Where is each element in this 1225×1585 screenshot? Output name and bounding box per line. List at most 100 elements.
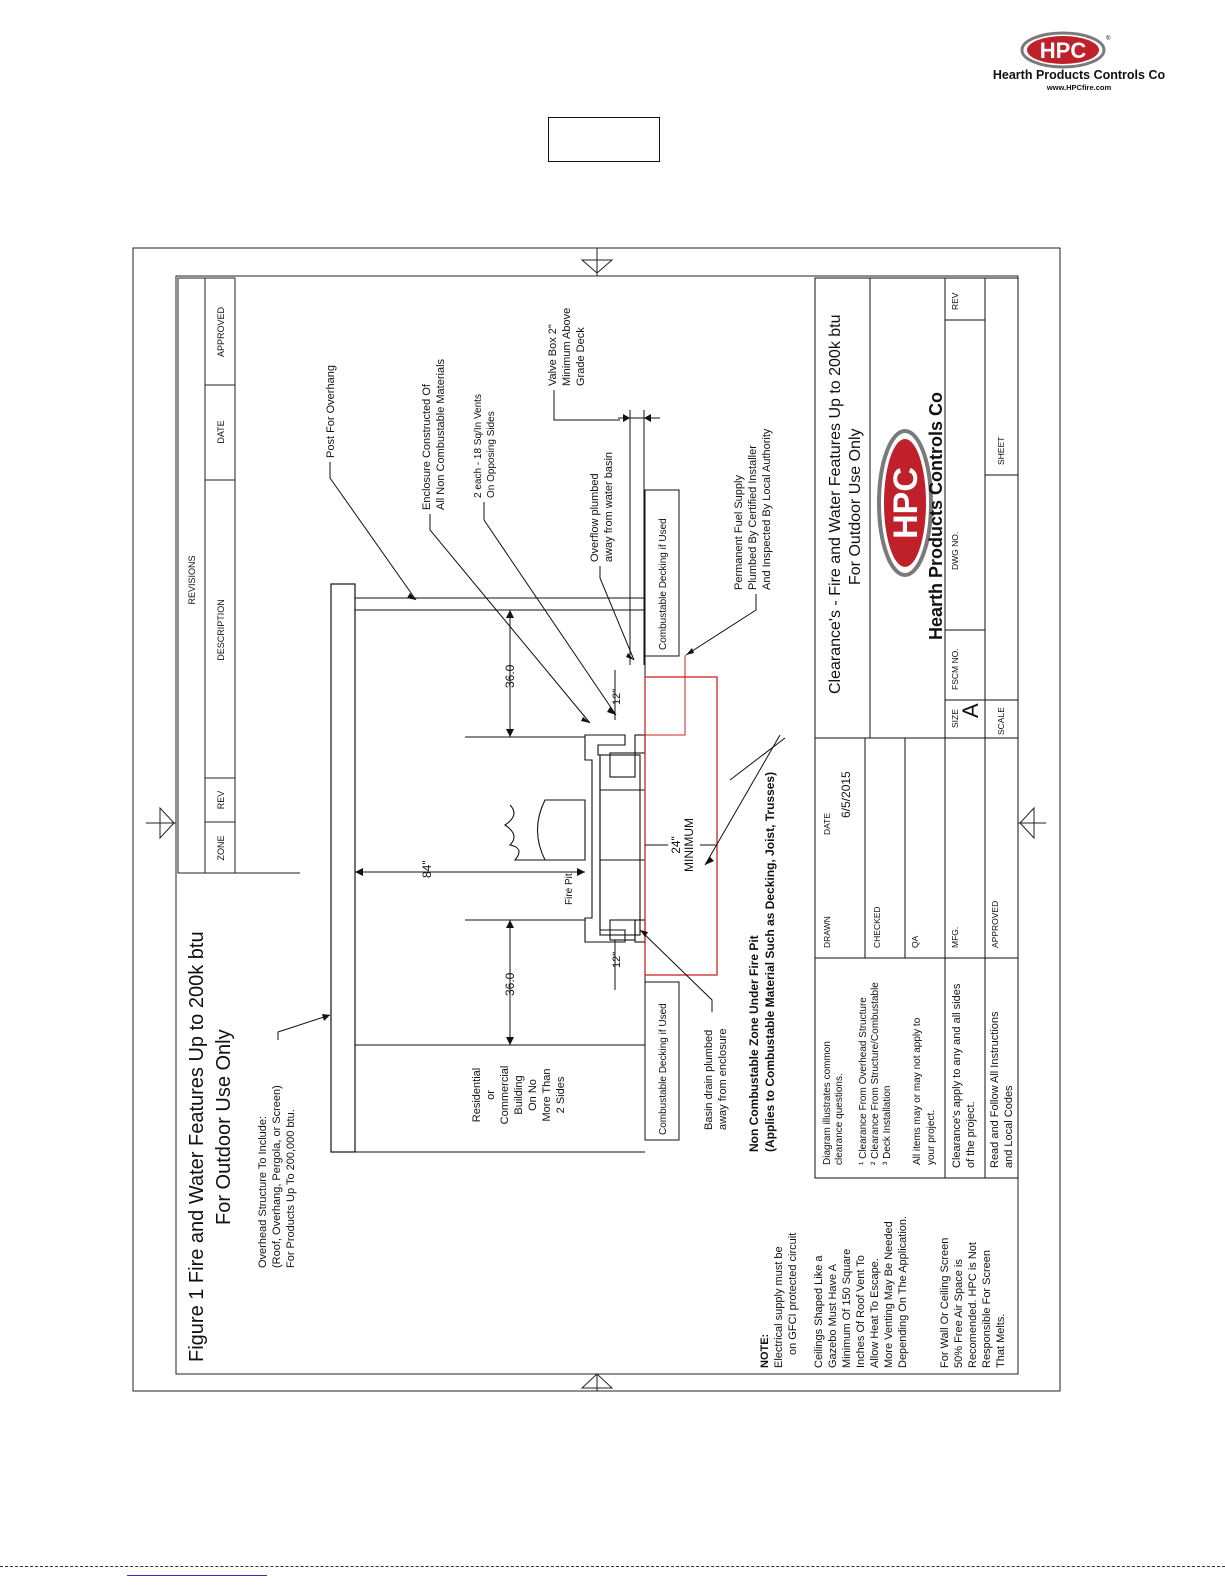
ceiling-7: Depending On The Application. (897, 1216, 909, 1368)
callout-post: Post For Overhang (325, 365, 337, 458)
tb-checked: CHECKED (872, 906, 882, 948)
figure-title-line2: For Outdoor Use Only (213, 1029, 235, 1225)
tb-title-1: Clearance's - Fire and Water Features Up… (827, 314, 844, 694)
dim-84: 84" (420, 860, 434, 878)
screen-1: For Wall Or Ceiling Screen (939, 1238, 951, 1368)
ceiling-1: Ceilings Shaped Like a (813, 1255, 825, 1368)
tb-fscm: FSCM NO. (950, 648, 960, 690)
building-3: Commercial (499, 1066, 511, 1125)
building-6: More Than (541, 1069, 553, 1122)
callout-basin-2: away from enclosure (717, 1029, 729, 1131)
svg-text:®: ® (1106, 35, 1111, 42)
company-name: Hearth Products Controls Co (993, 68, 1166, 82)
tb-logo: HPC (877, 429, 933, 577)
building-5: On No (527, 1079, 539, 1111)
dim-12-right: 12" (611, 689, 623, 705)
rev-col-rev: REV (216, 791, 226, 810)
tb-item-1: ¹ Clearance From Overhead Structure (858, 997, 869, 1165)
tb-qa: QA (910, 935, 920, 948)
ceiling-3: Minimum Of 150 Square (841, 1249, 853, 1368)
callout-overhead-1: Overhead Structure To Include: (257, 1116, 269, 1268)
rev-col-approved: APPROVED (216, 306, 226, 357)
tb-size-value: A (958, 703, 983, 718)
building-7: 2 Sides (555, 1076, 567, 1113)
callout-vents-1: 2 each - 18 Sq/In Vents (473, 394, 484, 498)
logo-text: HPC (1040, 38, 1087, 63)
ceiling-6: More Venting May Be Needed (883, 1221, 895, 1368)
footer-link-underline (127, 1575, 267, 1576)
rev-col-description: DESCRIPTION (216, 599, 226, 661)
revisions-block: REVISIONS ZONE REV DESCRIPTION DATE APPR… (177, 277, 300, 874)
tb-diag-2: clearance questions. (834, 1073, 845, 1165)
tb-apply-2: of the project. (965, 1101, 977, 1168)
page-separator (0, 1566, 1225, 1567)
callout-basin-1: Basin drain plumbed (703, 1030, 715, 1130)
callout-valve-1: Valve Box 2" (547, 324, 559, 386)
callout-fuel-2: Plumbed By Certified Installer (747, 445, 759, 590)
tb-apply-1: Clearance's apply to any and all sides (951, 983, 963, 1168)
tb-rev: REV (950, 292, 960, 310)
page-number-box (548, 117, 660, 162)
tb-logo-text: HPC (887, 467, 925, 539)
note-label: NOTE: (759, 1334, 771, 1368)
hpc-logo: HPC ® Hearth Products Controls Co www.HP… (993, 31, 1166, 92)
company-url: www.HPCfire.com (1046, 83, 1112, 92)
note-2: on GFCI protected circuit (787, 1233, 799, 1355)
dim-24: 24" (669, 836, 683, 854)
callout-overhead-3: For Products Up To 200,000 btu. (285, 1109, 297, 1268)
fire-pit (504, 734, 646, 943)
callout-fuel-1: Permanent Fuel Supply (733, 475, 745, 590)
tb-mfg: MFG. (950, 927, 960, 948)
callout-vents-2: On Opposing Sides (486, 411, 497, 498)
overhead-structure (330, 583, 645, 1153)
figure-title-line1: Figure 1 Fire and Water Features Up to 2… (186, 931, 208, 1362)
building-2: or (485, 1090, 497, 1100)
decking-right-label: Combustable Decking if Used (658, 518, 669, 650)
callout-overflow-2: away from water basin (603, 452, 615, 562)
screen-5: That Melts. (995, 1314, 1007, 1368)
revisions-header: REVISIONS (187, 555, 197, 604)
tb-size-label: SIZE (950, 709, 960, 728)
tb-sheet: SHEET (996, 437, 1006, 465)
decking-left-label: Combustable Decking if Used (658, 1003, 669, 1135)
noncombustable-zone (644, 676, 718, 976)
dim-36-left: 36.0 (503, 972, 517, 996)
tb-scale: SCALE (996, 707, 1006, 735)
screen-2: 50% Free Air Space is (953, 1259, 965, 1368)
note-1: Electrical supply must be (773, 1246, 785, 1368)
title-block (814, 277, 1019, 1179)
tb-read-2: and Local Codes (1003, 1085, 1015, 1168)
screen-4: Responsible For Screen (981, 1250, 993, 1368)
ceiling-2: Gazebo Must Have A (827, 1263, 839, 1368)
tb-item-2: ² Clearance From Structure/Combustable (870, 982, 881, 1165)
tb-diag-1: Diagram illustrates common (822, 1041, 833, 1165)
callout-noncomb-2: (Applies to Combustable Material Such as… (763, 772, 777, 1152)
callout-valve-3: Grade Deck (575, 327, 587, 386)
dim-minimum: MINIMUM (682, 818, 696, 872)
rev-col-date: DATE (216, 420, 226, 443)
tb-dwg: DWG NO. (950, 532, 960, 570)
callout-enclosure-1: Enclosure Constructed Of (421, 383, 433, 510)
tb-approved: APPROVED (990, 901, 1000, 948)
callout-overhead-2: (Roof, Overhang, Pergola, or Screen) (271, 1085, 283, 1268)
fire-pit-label: Fire Pit (564, 873, 575, 905)
dim-12-left: 12" (611, 952, 623, 968)
tb-company: Hearth Products Controls Co (926, 392, 946, 640)
tb-drawn: DRAWN (822, 916, 832, 948)
tb-date-label: DATE (822, 813, 832, 835)
dim-36-right: 36.0 (503, 664, 517, 688)
ceiling-4: Inches Of Roof Vent To (855, 1255, 867, 1368)
callout-fuel-3: And Inspected By Local Authority (761, 428, 773, 590)
building-4: Building (513, 1075, 525, 1114)
screen-3: Recomended. HPC is Not (967, 1242, 979, 1368)
tb-read-1: Read and Follow All Instructions (989, 1011, 1001, 1168)
callout-noncomb-1: Non Combustable Zone Under Fire Pit (747, 935, 761, 1152)
tb-title-2: For Outdoor Use Only (847, 429, 864, 586)
callout-enclosure-2: All Non Combustable Materials (435, 358, 447, 510)
tb-may-1: All items may or may not apply to (912, 1017, 923, 1165)
rev-col-zone: ZONE (216, 835, 226, 860)
callout-valve-2: Minimum Above (561, 308, 573, 386)
callout-overflow-1: Overflow plumbed (589, 473, 601, 562)
tb-date-value: 6/5/2015 (839, 771, 853, 818)
